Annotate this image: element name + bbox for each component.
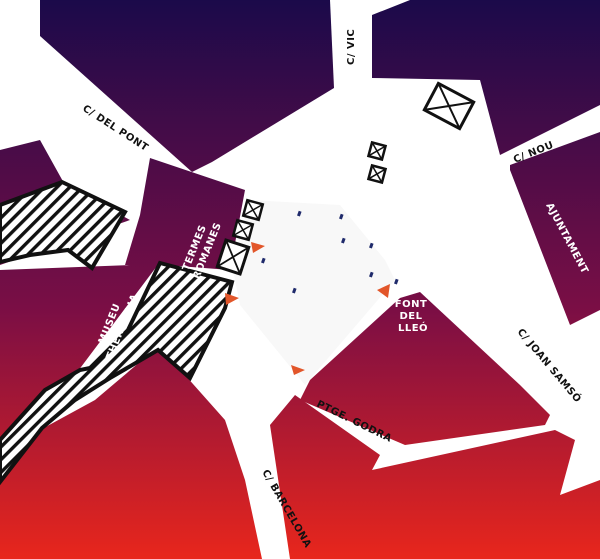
crossed-box-icons bbox=[215, 81, 476, 276]
triangle-marker-icon[interactable] bbox=[251, 242, 265, 253]
path-dot bbox=[369, 271, 374, 278]
triangle-marker-icon[interactable] bbox=[291, 365, 305, 375]
place-label-line: DEL bbox=[400, 311, 423, 322]
place-label-line: FONT bbox=[395, 299, 428, 310]
street-label-vic: C/ VIC bbox=[346, 29, 357, 65]
path-dot bbox=[297, 210, 302, 217]
crossed-box-icon bbox=[366, 163, 388, 185]
block-north-west bbox=[40, 0, 334, 172]
crossed-box-icon bbox=[422, 81, 476, 131]
path-dot bbox=[261, 257, 266, 264]
place-label-font-del-lleo: FONT DEL LLEÓ bbox=[395, 299, 432, 334]
block-ajuntament bbox=[510, 132, 600, 325]
block-north-east bbox=[372, 0, 600, 155]
path-dot bbox=[394, 278, 399, 285]
crossed-box-icon bbox=[241, 198, 265, 222]
block-south-west bbox=[0, 345, 262, 559]
triangle-marker-icon[interactable] bbox=[225, 293, 239, 305]
crossed-box-icon bbox=[215, 238, 251, 276]
block-termes-romanes bbox=[125, 158, 245, 270]
place-label-line: LLEÓ bbox=[398, 321, 428, 334]
path-dot bbox=[369, 242, 374, 249]
crossed-box-icon bbox=[366, 140, 388, 162]
ruins-upper bbox=[0, 179, 128, 271]
block-font-del-lleo bbox=[300, 292, 550, 445]
triangle-marker-icon[interactable] bbox=[377, 284, 390, 298]
path-dot bbox=[339, 213, 344, 220]
block-south-centre bbox=[270, 395, 600, 559]
dotted-path bbox=[261, 210, 399, 294]
ruins-hatch-pattern bbox=[0, 179, 235, 486]
ruins-lower bbox=[0, 260, 235, 486]
plaza bbox=[232, 200, 395, 385]
path-dot bbox=[341, 237, 346, 244]
triangle-marker-icons bbox=[225, 242, 390, 375]
crossed-box-icon bbox=[231, 218, 255, 242]
path-dot bbox=[292, 287, 297, 294]
